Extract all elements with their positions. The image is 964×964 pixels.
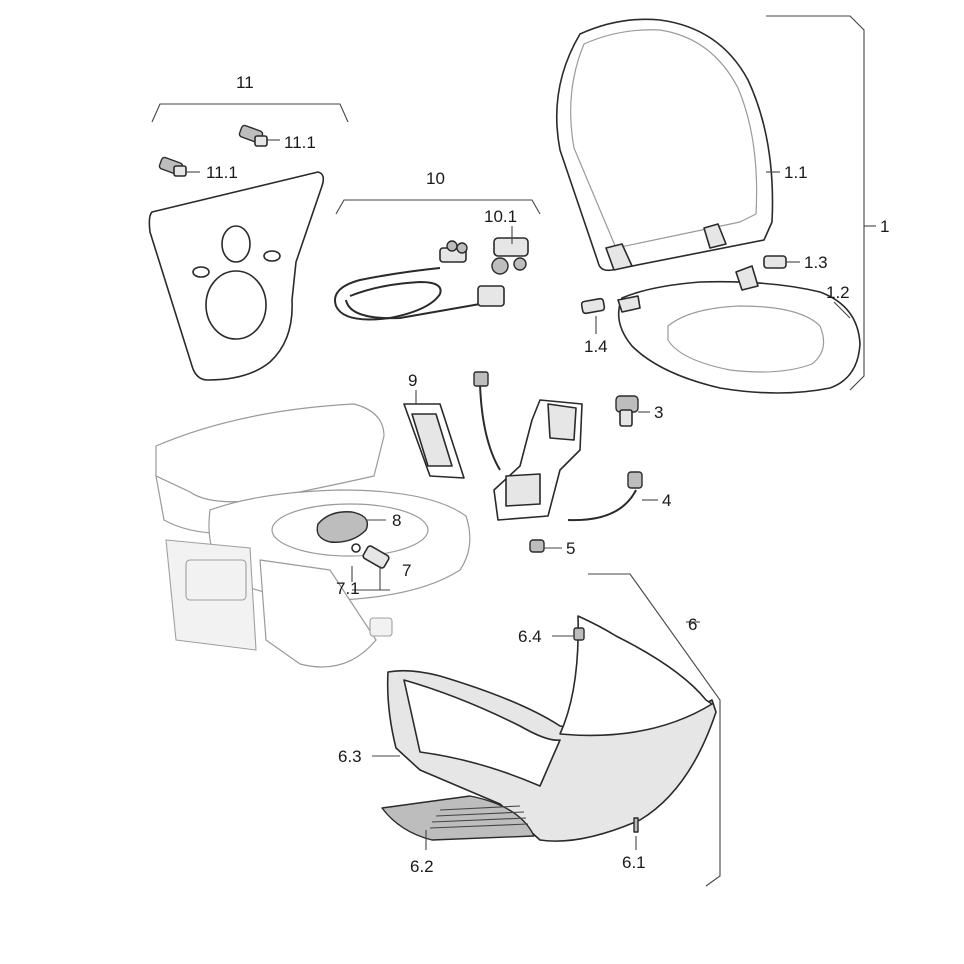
part-7-1-washer xyxy=(351,543,361,553)
bracket-6 xyxy=(588,573,721,887)
label-1: 1 xyxy=(880,217,889,236)
label-1-4: 1.4 xyxy=(584,337,608,356)
part-9-bracket xyxy=(403,403,465,479)
label-1-1: 1.1 xyxy=(784,163,808,182)
part-1-1-seat-lid xyxy=(555,18,774,272)
part-11-1-bolt-a xyxy=(158,156,187,177)
grille xyxy=(429,805,529,829)
label-3: 3 xyxy=(654,403,663,422)
label-6: 6 xyxy=(688,615,697,634)
label-11: 11 xyxy=(236,73,254,92)
label-7: 7 xyxy=(402,561,411,580)
label-11-1a: 11.1 xyxy=(206,163,238,182)
toilet-body xyxy=(155,403,471,668)
label-6-4: 6.4 xyxy=(518,627,542,646)
label-7-1: 7.1 xyxy=(336,579,360,598)
part-3-fitting xyxy=(615,395,639,427)
part-11-1-bolt-b xyxy=(238,124,268,147)
bracket-1 xyxy=(766,15,865,391)
part-11-mounting-plate xyxy=(148,171,325,381)
label-1-3: 1.3 xyxy=(804,253,828,272)
part-4-control-unit xyxy=(473,371,643,522)
part-8-cover xyxy=(316,511,369,543)
label-4: 4 xyxy=(662,491,671,510)
label-6-3: 6.3 xyxy=(338,747,362,766)
label-10: 10 xyxy=(426,169,445,188)
part-1-2-seat-ring xyxy=(617,265,861,394)
part-5-screw xyxy=(529,539,545,553)
label-6-1: 6.1 xyxy=(622,853,646,872)
bracket-7 xyxy=(351,566,390,591)
label-9: 9 xyxy=(408,371,417,390)
label-11-1b: 11.1 xyxy=(284,133,316,152)
bracket-11 xyxy=(151,103,349,123)
label-6-2: 6.2 xyxy=(410,857,434,876)
label-8: 8 xyxy=(392,511,401,530)
part-1-3-buffer xyxy=(763,255,787,269)
leader-1-2 xyxy=(833,301,851,319)
label-5: 5 xyxy=(566,539,575,558)
bracket-10 xyxy=(335,199,541,215)
label-10-1: 10.1 xyxy=(484,207,517,226)
part-1-4-buffer xyxy=(580,297,606,315)
part-10-hose-set xyxy=(334,237,529,321)
part-6-shroud xyxy=(381,615,717,842)
part-7-valve xyxy=(362,545,390,569)
label-1-2: 1.2 xyxy=(826,283,850,302)
